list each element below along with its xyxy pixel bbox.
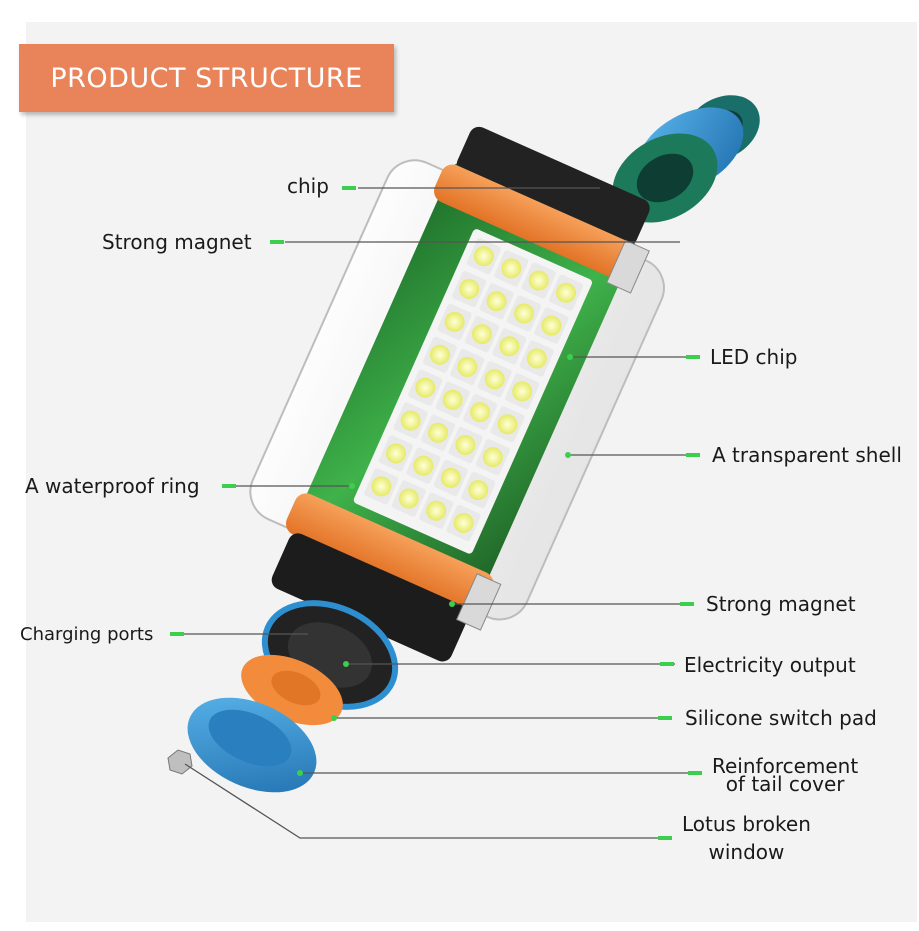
led-dot bbox=[514, 303, 535, 324]
led-dot bbox=[440, 467, 461, 488]
led-dot bbox=[371, 476, 392, 497]
label-led-chip: LED chip bbox=[710, 345, 798, 369]
led-dot bbox=[484, 369, 505, 390]
bottom-magnet bbox=[456, 573, 502, 631]
label-electricity-output: Electricity output bbox=[684, 653, 856, 677]
bottom-orange-ring bbox=[285, 493, 494, 614]
page-title: PRODUCT STRUCTURE bbox=[50, 62, 363, 94]
led-dot bbox=[471, 324, 492, 345]
led-dot bbox=[413, 455, 434, 476]
led-dot bbox=[497, 414, 518, 435]
led-dot bbox=[426, 500, 447, 521]
label-reinforcement-line1: Reinforcement bbox=[712, 754, 859, 778]
bottom-base bbox=[271, 533, 469, 662]
led-dot bbox=[453, 512, 474, 533]
led-dot bbox=[512, 381, 533, 402]
lotus-screw bbox=[167, 749, 193, 775]
label-reinforcement-tail-cover: Reinforcement of tail cover bbox=[712, 752, 858, 798]
led-dot bbox=[442, 389, 463, 410]
led-dot bbox=[398, 488, 419, 509]
led-dot bbox=[415, 377, 436, 398]
led-dot bbox=[385, 443, 406, 464]
led-dot bbox=[470, 402, 491, 423]
led-dot bbox=[400, 410, 421, 431]
label-waterproof-ring: A waterproof ring bbox=[25, 474, 200, 498]
label-silicone-switch-pad: Silicone switch pad bbox=[685, 706, 877, 730]
label-reinforcement-line2: of tail cover bbox=[725, 772, 845, 796]
label-chip: chip bbox=[287, 174, 329, 198]
label-lotus-line1: Lotus broken bbox=[682, 812, 811, 836]
leader-dots bbox=[170, 186, 702, 840]
label-strong-magnet-top: Strong magnet bbox=[102, 230, 252, 254]
label-strong-magnet-bottom: Strong magnet bbox=[706, 592, 856, 616]
led-dot bbox=[457, 356, 478, 377]
led-dot bbox=[429, 344, 450, 365]
led-dot bbox=[428, 422, 449, 443]
led-dot bbox=[473, 246, 494, 267]
top-circuit-discs bbox=[612, 95, 760, 223]
led-dot bbox=[468, 480, 489, 501]
label-lotus-broken-window: Lotus broken window bbox=[682, 810, 811, 866]
flashlight-body bbox=[249, 126, 665, 662]
led-dot bbox=[499, 336, 520, 357]
led-dot bbox=[556, 282, 577, 303]
title-banner: PRODUCT STRUCTURE bbox=[19, 44, 394, 112]
top-magnet bbox=[606, 239, 650, 294]
led-dot bbox=[455, 434, 476, 455]
top-orange-ring bbox=[434, 164, 640, 282]
label-charging-ports: Charging ports bbox=[20, 624, 154, 645]
leader-lines bbox=[178, 187, 700, 839]
led-dot bbox=[486, 291, 507, 312]
led-dot bbox=[444, 311, 465, 332]
led-dot bbox=[541, 315, 562, 336]
top-cap bbox=[456, 126, 650, 246]
label-lotus-line2: window bbox=[708, 840, 785, 864]
led-dot bbox=[482, 447, 503, 468]
led-dot bbox=[526, 348, 547, 369]
label-transparent-shell: A transparent shell bbox=[712, 443, 902, 467]
led-dot bbox=[459, 279, 480, 300]
led-dot bbox=[501, 258, 522, 279]
led-dot bbox=[528, 270, 549, 291]
